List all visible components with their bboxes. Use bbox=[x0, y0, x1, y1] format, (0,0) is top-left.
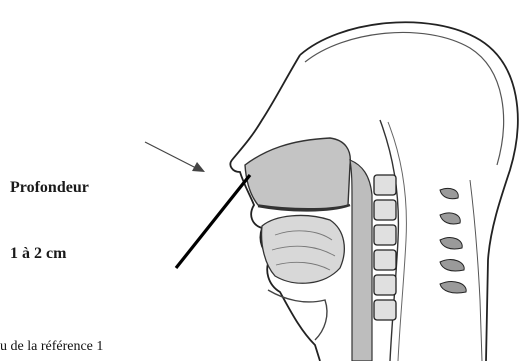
neck-back bbox=[470, 180, 482, 361]
depth-arrow-pointer bbox=[145, 142, 205, 172]
mandible bbox=[268, 290, 327, 340]
spinous-processes bbox=[440, 188, 466, 293]
probe-line bbox=[176, 175, 250, 268]
pharynx bbox=[350, 160, 372, 361]
vertebrae bbox=[374, 175, 396, 320]
nasal-cavity bbox=[245, 138, 350, 209]
